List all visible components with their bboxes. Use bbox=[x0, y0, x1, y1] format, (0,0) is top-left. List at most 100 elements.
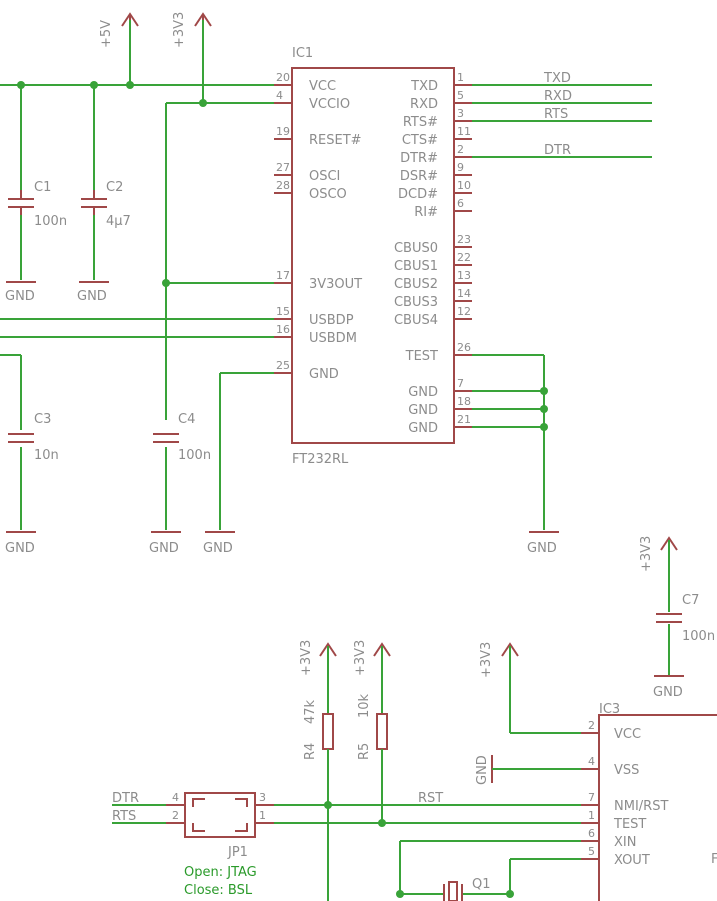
ic1-pin-number: 20 bbox=[276, 71, 290, 84]
jp1-pin1: 1 bbox=[259, 809, 266, 822]
power-5v-label: +5V bbox=[99, 20, 114, 48]
ic3-pin-number: 4 bbox=[588, 755, 595, 768]
ic1-pin-name: VCC bbox=[309, 79, 336, 94]
jp1-pin2: 2 bbox=[172, 809, 179, 822]
ic1-pin-number: 14 bbox=[457, 287, 471, 300]
cap-c3-value: 10n bbox=[34, 448, 59, 463]
ic1-pin-number: 2 bbox=[457, 143, 464, 156]
ic3-pin-name: TEST bbox=[613, 817, 646, 832]
cap-c1-name: C1 bbox=[34, 180, 51, 195]
resistor-r4-value: 47k bbox=[303, 699, 318, 724]
crystal-q1-name: Q1 bbox=[472, 877, 491, 892]
gnd-label-c2: GND bbox=[77, 289, 107, 304]
cap-c3-name: C3 bbox=[34, 412, 51, 427]
ic1-pin-name: RXD bbox=[410, 97, 438, 112]
cap-c2: C2 4µ7 bbox=[81, 180, 131, 229]
ic1-pin-name: CBUS0 bbox=[394, 241, 438, 256]
ic1-pin-number: 11 bbox=[457, 125, 471, 138]
cap-c7: +3V3 C7 100n GND bbox=[639, 536, 715, 700]
ic1-pin-name: 3V3OUT bbox=[309, 277, 362, 292]
net-rts: RTS bbox=[544, 107, 568, 122]
resistor-r4-name: R4 bbox=[303, 743, 318, 760]
ic1-pin-number: 19 bbox=[276, 125, 290, 138]
ic1-pin-number: 4 bbox=[276, 89, 283, 102]
net-rts-jp1: RTS bbox=[112, 809, 136, 824]
ic1-pin-name: TXD bbox=[410, 79, 438, 94]
ic1-pin-name: DTR# bbox=[400, 151, 438, 166]
cap-c7-value: 100n bbox=[682, 629, 715, 644]
net-txd: TXD bbox=[543, 71, 571, 86]
ic1-pin-name: GND bbox=[309, 367, 339, 382]
ic1-pin-name: GND bbox=[408, 421, 438, 436]
ic1-pin-name: RTS# bbox=[403, 115, 438, 130]
ic3-pin-number: 7 bbox=[588, 791, 595, 804]
ic3-pin-number: 6 bbox=[588, 827, 595, 840]
cap-c1: C1 100n bbox=[8, 180, 67, 229]
gnd-label-vss: GND bbox=[475, 755, 490, 785]
ic1-pin-number: 7 bbox=[457, 377, 464, 390]
ic1-pin-number: 16 bbox=[276, 323, 290, 336]
jp1-name: JP1 bbox=[227, 845, 248, 860]
jp1-note-open: Open: JTAG bbox=[184, 865, 257, 880]
ic1-pin-name: USBDP bbox=[309, 313, 354, 328]
ic1-pin-name: USBDM bbox=[309, 331, 357, 346]
ic1-pin-name: CTS# bbox=[402, 133, 438, 148]
ic1-pin-number: 17 bbox=[276, 269, 290, 282]
ic3-pin-name: XOUT bbox=[614, 853, 650, 868]
power-3v3-c7-label: +3V3 bbox=[639, 536, 654, 572]
ic1-pin-name: VCCIO bbox=[309, 97, 350, 112]
ic1-pin-name: CBUS1 bbox=[394, 259, 438, 274]
ic1-pin-name: OSCI bbox=[309, 169, 340, 184]
ic1-body bbox=[291, 67, 455, 444]
ic3-pin-number: 1 bbox=[588, 809, 595, 822]
ic1-left-pins: 20VCC4VCCIO19RESET#27OSCI28OSCO173V3OUT1… bbox=[274, 71, 362, 382]
cap-c7-name: C7 bbox=[682, 593, 699, 608]
ic1-pin-number: 22 bbox=[457, 251, 471, 264]
ic1-value: FT232RL bbox=[292, 452, 349, 467]
gnd-label-ic1-right: GND bbox=[527, 541, 557, 556]
ic3-name: IC3 bbox=[599, 702, 620, 717]
jp1-note-close: Close: BSL bbox=[184, 883, 253, 898]
ic1-pin-number: 21 bbox=[457, 413, 471, 426]
ic1-pin-name: GND bbox=[408, 385, 438, 400]
ic1-pin-number: 1 bbox=[457, 71, 464, 84]
cap-c3: C3 10n bbox=[8, 412, 59, 463]
ic1-pin-number: 27 bbox=[276, 161, 290, 174]
gnd-symbols-top: GND GND GND GND GND GND bbox=[5, 281, 559, 556]
ic1-pin-number: 26 bbox=[457, 341, 471, 354]
ic1-pin-name: CBUS4 bbox=[394, 313, 438, 328]
cap-c2-name: C2 bbox=[106, 180, 123, 195]
ic3-partial-label: F bbox=[711, 852, 717, 867]
power-3v3-ic3: +3V3 bbox=[479, 642, 581, 734]
gnd-vss: GND bbox=[475, 755, 581, 785]
ic1-pin-number: 23 bbox=[457, 233, 471, 246]
ic1-name: IC1 bbox=[292, 46, 313, 61]
gnd-label-c1: GND bbox=[5, 289, 35, 304]
power-3v3-r4-label: +3V3 bbox=[299, 640, 314, 676]
ic1-pin-number: 13 bbox=[457, 269, 471, 282]
ic3-pin-name: NMI/RST bbox=[614, 799, 668, 814]
ic3-pin-name: VSS bbox=[614, 763, 639, 778]
ic1-pin-name: CBUS2 bbox=[394, 277, 438, 292]
net-rst: RST bbox=[418, 791, 443, 806]
ic1-pin-number: 3 bbox=[457, 107, 464, 120]
power-3v3-ic3-label: +3V3 bbox=[479, 642, 494, 678]
resistor-r4: +3V3 47k R4 bbox=[299, 640, 337, 901]
power-3v3-a: +3V3 bbox=[172, 12, 212, 48]
power-3v3-r5-label: +3V3 bbox=[353, 640, 368, 676]
ic3-pin-name: XIN bbox=[614, 835, 636, 850]
ic1-pin-name: DCD# bbox=[398, 187, 438, 202]
ic1-pin-name: RI# bbox=[414, 205, 438, 220]
ic1-pin-number: 18 bbox=[457, 395, 471, 408]
ic1-pin-name: TEST bbox=[405, 349, 438, 364]
ic1-pin-name: GND bbox=[408, 403, 438, 418]
ic1-pin-number: 28 bbox=[276, 179, 290, 192]
ic1-pin-number: 12 bbox=[457, 305, 471, 318]
ic3-pin-name: VCC bbox=[614, 727, 641, 742]
ic1-pin-number: 9 bbox=[457, 161, 464, 174]
ic1-pin-number: 15 bbox=[276, 305, 290, 318]
ic1: IC1 FT232RL 20VCC4VCCIO19RESET#27OSCI28O… bbox=[274, 46, 472, 467]
